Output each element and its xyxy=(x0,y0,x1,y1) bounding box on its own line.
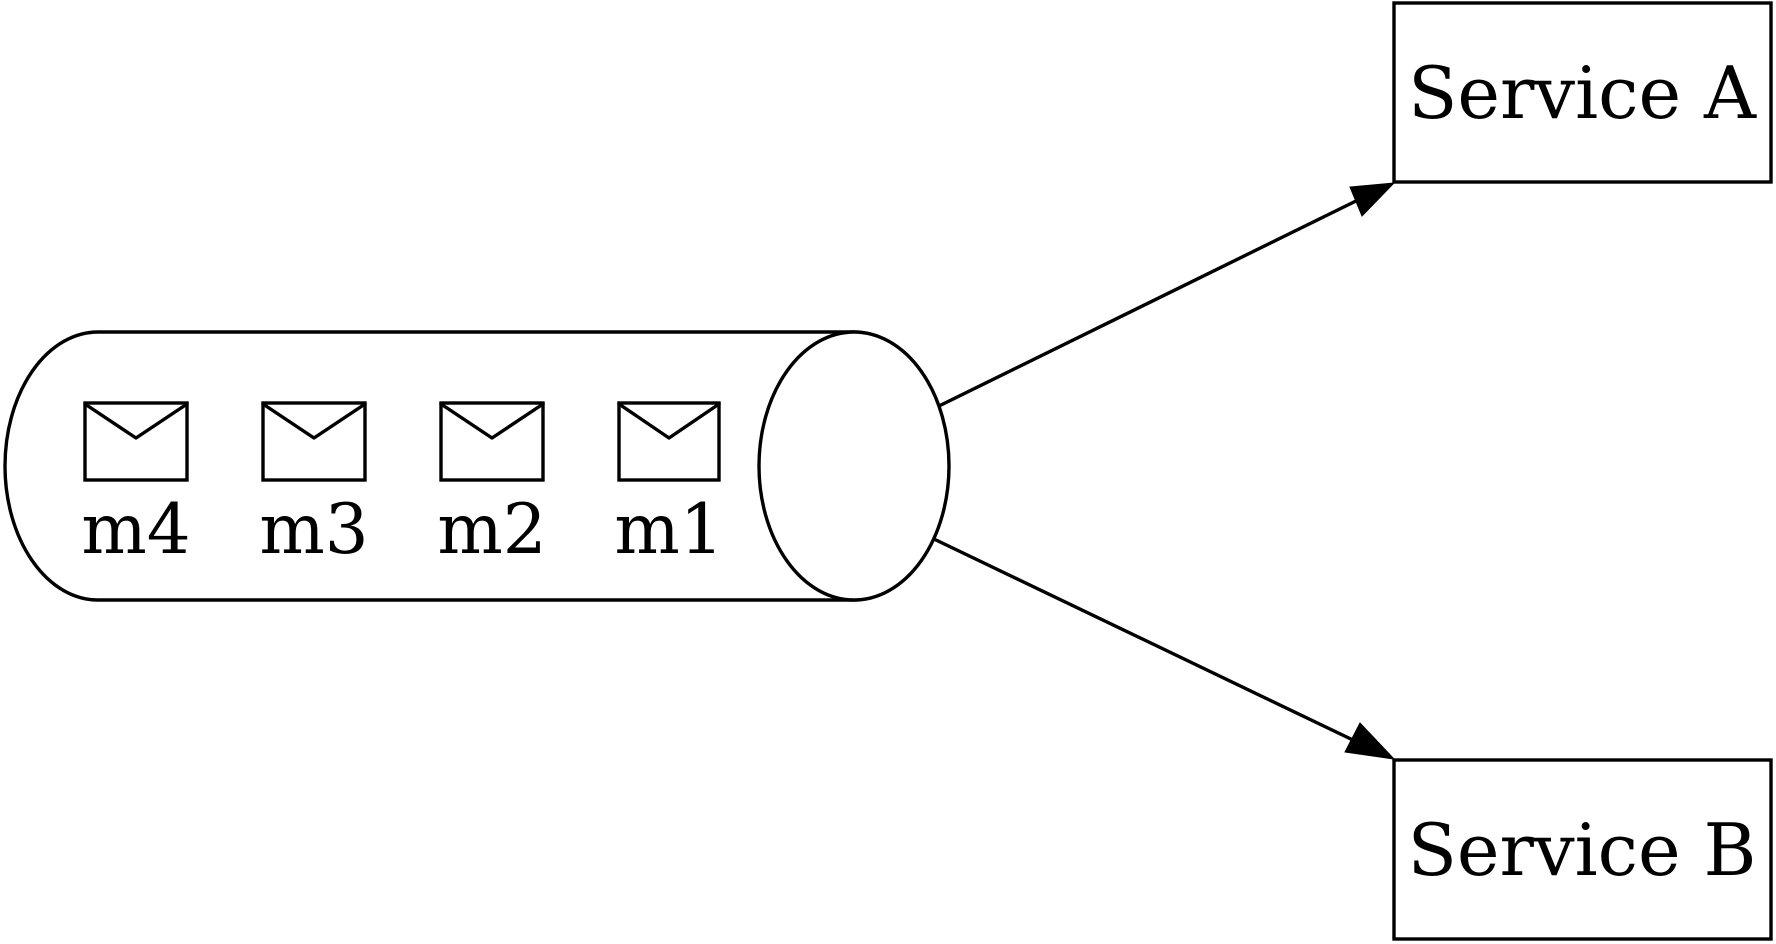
service-label: Service B xyxy=(1408,808,1757,892)
message-label: m4 xyxy=(81,490,190,570)
message-label: m2 xyxy=(437,490,546,570)
arrowhead-icon xyxy=(1349,182,1396,217)
message-m3: m3 xyxy=(259,401,369,570)
service-label: Service A xyxy=(1408,51,1757,135)
message-label: m3 xyxy=(259,490,368,570)
queue-end-cap xyxy=(757,330,951,602)
service-a-box[interactable]: Service A xyxy=(1392,1,1773,184)
envelope-icon xyxy=(439,401,545,482)
envelope-icon xyxy=(617,401,721,482)
envelope-icon xyxy=(261,401,367,482)
message-label: m1 xyxy=(614,490,723,570)
message-m1: m1 xyxy=(614,401,724,570)
envelope-icon xyxy=(83,401,189,482)
service-b-box[interactable]: Service B xyxy=(1392,758,1773,941)
arrowhead-icon xyxy=(1344,722,1396,760)
arrow-to-service-a xyxy=(939,182,1396,407)
message-m2: m2 xyxy=(437,401,547,570)
message-m4: m4 xyxy=(81,401,191,570)
arrow-to-service-b xyxy=(934,538,1396,760)
